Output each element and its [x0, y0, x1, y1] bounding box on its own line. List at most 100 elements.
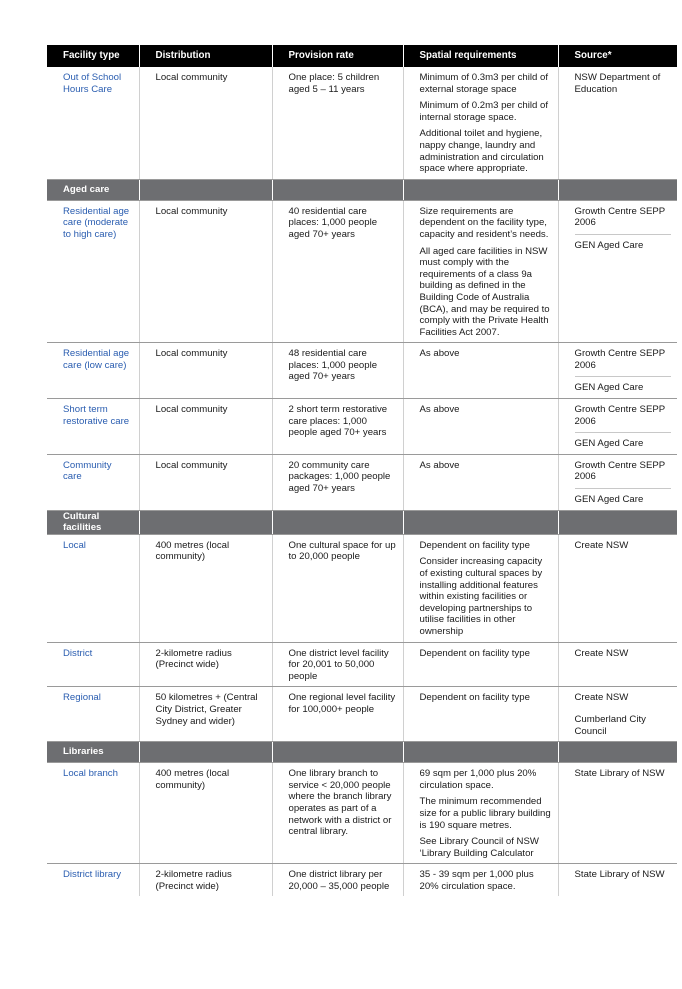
spatial-requirement-paragraph: Size requirements are dependent on the f… — [419, 205, 549, 240]
source-cell: Create NSW — [558, 534, 677, 643]
provision-rate-cell: 40 residential care places: 1,000 people… — [272, 200, 404, 344]
header-spatial-requirements: Spatial requirements — [403, 45, 559, 67]
section-filler-cell — [139, 179, 273, 201]
spatial-requirement-paragraph: 69 sqm per 1,000 plus 20% circulation sp… — [419, 768, 537, 791]
provision-rate-cell: 20 community care packages: 1,000 people… — [272, 454, 404, 511]
header-provision-rate: Provision rate — [272, 45, 404, 67]
spatial-requirement-paragraph: Additional toilet and hygiene, nappy cha… — [419, 128, 544, 175]
source-cell: Create NSW Cumberland City Council — [558, 686, 677, 743]
source-entry: Growth Centre SEPP 2006 — [574, 404, 671, 434]
spatial-requirements-cell: As above — [403, 342, 559, 400]
provision-rate-cell: 2 short term restorative care places: 1,… — [272, 398, 404, 455]
table-header: Facility type Distribution Provision rat… — [47, 45, 677, 67]
source-entry: Cumberland City Council — [574, 713, 646, 737]
section-filler-cell — [403, 179, 559, 201]
facility-type-cell: Residential age care (moderate to high c… — [47, 200, 140, 344]
source-entry: Growth Centre SEPP 2006 — [574, 348, 671, 378]
source-cell: Create NSW — [558, 642, 677, 688]
spatial-requirements-cell: 69 sqm per 1,000 plus 20% circulation sp… — [403, 762, 559, 865]
table-row: Residential age care (low care)Local com… — [47, 342, 677, 400]
spatial-requirements-cell: 35 - 39 sqm per 1,000 plus 20% circulati… — [403, 863, 559, 897]
section-filler-cell — [272, 510, 404, 535]
source-entry: GEN Aged Care — [574, 239, 644, 251]
spatial-requirement-paragraph: Dependent on facility type — [419, 539, 530, 551]
source-entry: GEN Aged Care — [574, 382, 644, 394]
distribution-cell: 50 kilometres + (Central City District, … — [139, 686, 273, 743]
provision-rate-cell: One regional level facility for 100,000+… — [272, 686, 404, 743]
facility-type-cell: District library — [47, 863, 140, 897]
facility-type-cell: Local — [47, 534, 140, 643]
header-facility-type: Facility type — [47, 45, 140, 67]
source-cell: NSW Department of Education — [558, 67, 677, 180]
facility-type-cell: District — [47, 642, 140, 688]
spatial-requirements-cell: As above — [403, 454, 559, 511]
distribution-cell: 400 metres (local community) — [139, 762, 273, 865]
provision-rate-cell: One library branch to service < 20,000 p… — [272, 762, 404, 865]
facility-type-cell: Out of School Hours Care — [47, 67, 140, 180]
source-cell: State Library of NSW — [558, 864, 677, 897]
distribution-cell: Local community — [139, 398, 273, 455]
facility-type-cell: Local branch — [47, 762, 140, 865]
source-entry: Growth Centre SEPP 2006 — [574, 460, 671, 490]
spatial-requirement-paragraph: See Library Council of NSW ‘Library Buil… — [419, 836, 539, 859]
provision-rate-cell: One place: 5 children aged 5 – 11 years — [272, 67, 404, 180]
section-filler-cell — [558, 179, 677, 201]
spatial-requirements-cell: As above — [403, 398, 559, 455]
distribution-cell: Local community — [139, 200, 273, 344]
source-entry: NSW Department of Education — [574, 72, 661, 95]
section-filler-cell — [558, 741, 677, 764]
distribution-cell: 400 metres (local community) — [139, 534, 273, 643]
spatial-requirement-paragraph: Dependent on facility type — [419, 692, 530, 704]
facility-provision-table: Facility type Distribution Provision rat… — [47, 45, 677, 897]
distribution-cell: Local community — [139, 454, 273, 511]
section-title: Aged care — [47, 179, 140, 201]
spatial-requirement-paragraph: 35 - 39 sqm per 1,000 plus 20% circulati… — [419, 869, 534, 892]
provision-rate-cell: One cultural space for up to 20,000 peop… — [272, 534, 404, 643]
source-entry: Create NSW — [574, 647, 629, 659]
spatial-requirements-cell: Dependent on facility type — [403, 686, 559, 743]
spatial-requirement-paragraph: Dependent on facility type — [419, 647, 530, 659]
facility-type-cell: Community care — [47, 454, 140, 511]
spatial-requirement-paragraph: Minimum of 0.2m3 per child of internal s… — [419, 100, 549, 123]
spatial-requirement-paragraph: Minimum of 0.3m3 per child of external s… — [419, 72, 549, 95]
document-page: Facility type Distribution Provision rat… — [47, 45, 677, 897]
source-cell: State Library of NSW — [558, 762, 677, 865]
section-filler-cell — [558, 510, 677, 535]
facility-type-cell: Regional — [47, 686, 140, 743]
section-title: Libraries — [47, 741, 140, 764]
spatial-requirement-paragraph: As above — [419, 404, 460, 416]
provision-rate-cell: One district level facility for 20,001 t… — [272, 642, 404, 688]
source-entry: Growth Centre SEPP 2006 — [574, 206, 671, 235]
spatial-requirements-cell: Minimum of 0.3m3 per child of external s… — [403, 67, 559, 180]
section-filler-cell — [139, 741, 273, 764]
section-filler-cell — [139, 510, 273, 535]
header-distribution: Distribution — [139, 45, 273, 67]
table-row: Residential age care (moderate to high c… — [47, 200, 677, 344]
section-header-row: Libraries — [47, 741, 677, 764]
section-filler-cell — [272, 741, 404, 764]
spatial-requirement-paragraph: As above — [419, 459, 460, 471]
section-filler-cell — [403, 510, 559, 535]
section-header-row: Aged care — [47, 179, 677, 201]
section-filler-cell — [272, 179, 404, 201]
spatial-requirement-paragraph: The minimum recommended size for a publi… — [419, 796, 551, 831]
distribution-cell: Local community — [139, 67, 273, 180]
section-header-row: Cultural facilities — [47, 510, 677, 535]
source-entry: State Library of NSW — [574, 768, 665, 780]
distribution-cell: Local community — [139, 342, 273, 400]
source-entry: Create NSW — [574, 692, 629, 704]
facility-type-cell: Residential age care (low care) — [47, 342, 140, 400]
